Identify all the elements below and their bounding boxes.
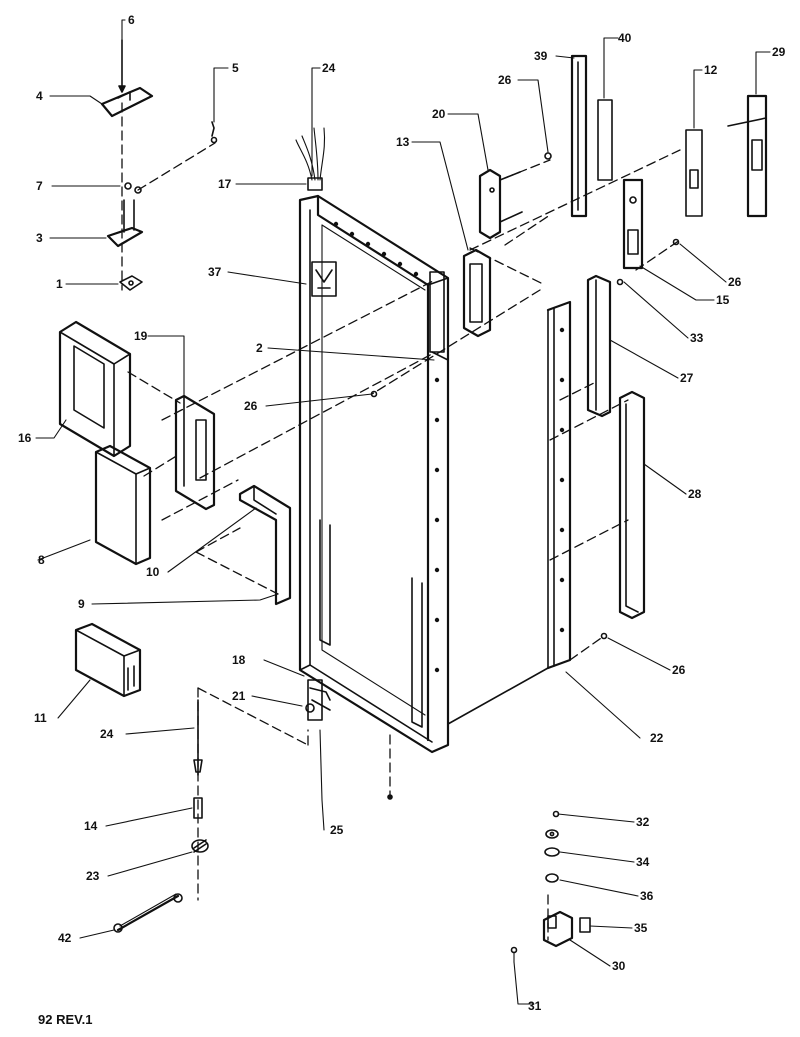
- callout-35: 33: [690, 331, 704, 345]
- callout-42: 42: [58, 931, 72, 945]
- callout-32: 30: [612, 959, 626, 973]
- callout-37: 35: [634, 921, 648, 935]
- callout-2: 2: [256, 341, 263, 355]
- callout-12: 12: [704, 63, 718, 77]
- leader-lines: [35, 19, 771, 1005]
- callout-16: 16: [18, 431, 32, 445]
- callout-4: 4: [36, 89, 43, 103]
- right-components: [370, 54, 768, 640]
- callout-18: 18: [232, 653, 246, 667]
- top-hinge-parts: [100, 39, 218, 291]
- callout-25: 25: [330, 823, 344, 837]
- bottom-left-hardware: [113, 699, 209, 933]
- callout-34: 32: [636, 815, 650, 829]
- callout-13: 13: [396, 135, 410, 149]
- callout-7: 7: [36, 179, 43, 193]
- callout-17: 17: [218, 177, 232, 191]
- callout-20: 20: [432, 107, 446, 121]
- callout-24-top: 24: [322, 61, 336, 75]
- bottom-hinge-parts: [510, 810, 591, 963]
- callout-14: 14: [84, 819, 98, 833]
- callout-38: 36: [640, 889, 654, 903]
- callout-3: 3: [36, 231, 43, 245]
- callout-5: 5: [232, 61, 239, 75]
- callout-8: 8: [38, 553, 45, 567]
- callout-26-right: 26: [728, 275, 742, 289]
- callout-31: 29: [772, 45, 786, 59]
- callout-24-bottom: 24: [100, 727, 114, 741]
- callout-27: 26: [498, 73, 512, 87]
- door-assembly: [295, 127, 450, 800]
- callout-33: 31: [528, 999, 542, 1013]
- callout-19: 19: [134, 329, 148, 343]
- callout-26-left: 26: [244, 399, 258, 413]
- callout-39: 37: [208, 265, 222, 279]
- callout-21: 21: [232, 689, 246, 703]
- callout-6: 6: [128, 13, 135, 27]
- side-panel: [447, 300, 572, 725]
- callout-1: 1: [56, 277, 63, 291]
- callout-29: 27: [680, 371, 694, 385]
- callout-11: 11: [34, 711, 47, 725]
- callout-22: 22: [650, 731, 664, 745]
- callout-23: 23: [86, 869, 100, 883]
- callout-36: 34: [636, 855, 650, 869]
- callout-10: 10: [146, 565, 160, 579]
- callout-labels: 6 4 5 7 3 1 24 17 20 26 13 39 40 12 29 3…: [18, 13, 786, 1027]
- revision-note: 92 REV.1: [38, 1012, 92, 1027]
- callout-40: 39: [534, 49, 548, 63]
- callout-28: 26: [672, 663, 686, 677]
- callout-30: 28: [688, 487, 702, 501]
- callout-15: 15: [716, 293, 730, 307]
- callout-9: 9: [78, 597, 85, 611]
- callout-41: 40: [618, 31, 632, 45]
- explode-lines: [121, 102, 681, 941]
